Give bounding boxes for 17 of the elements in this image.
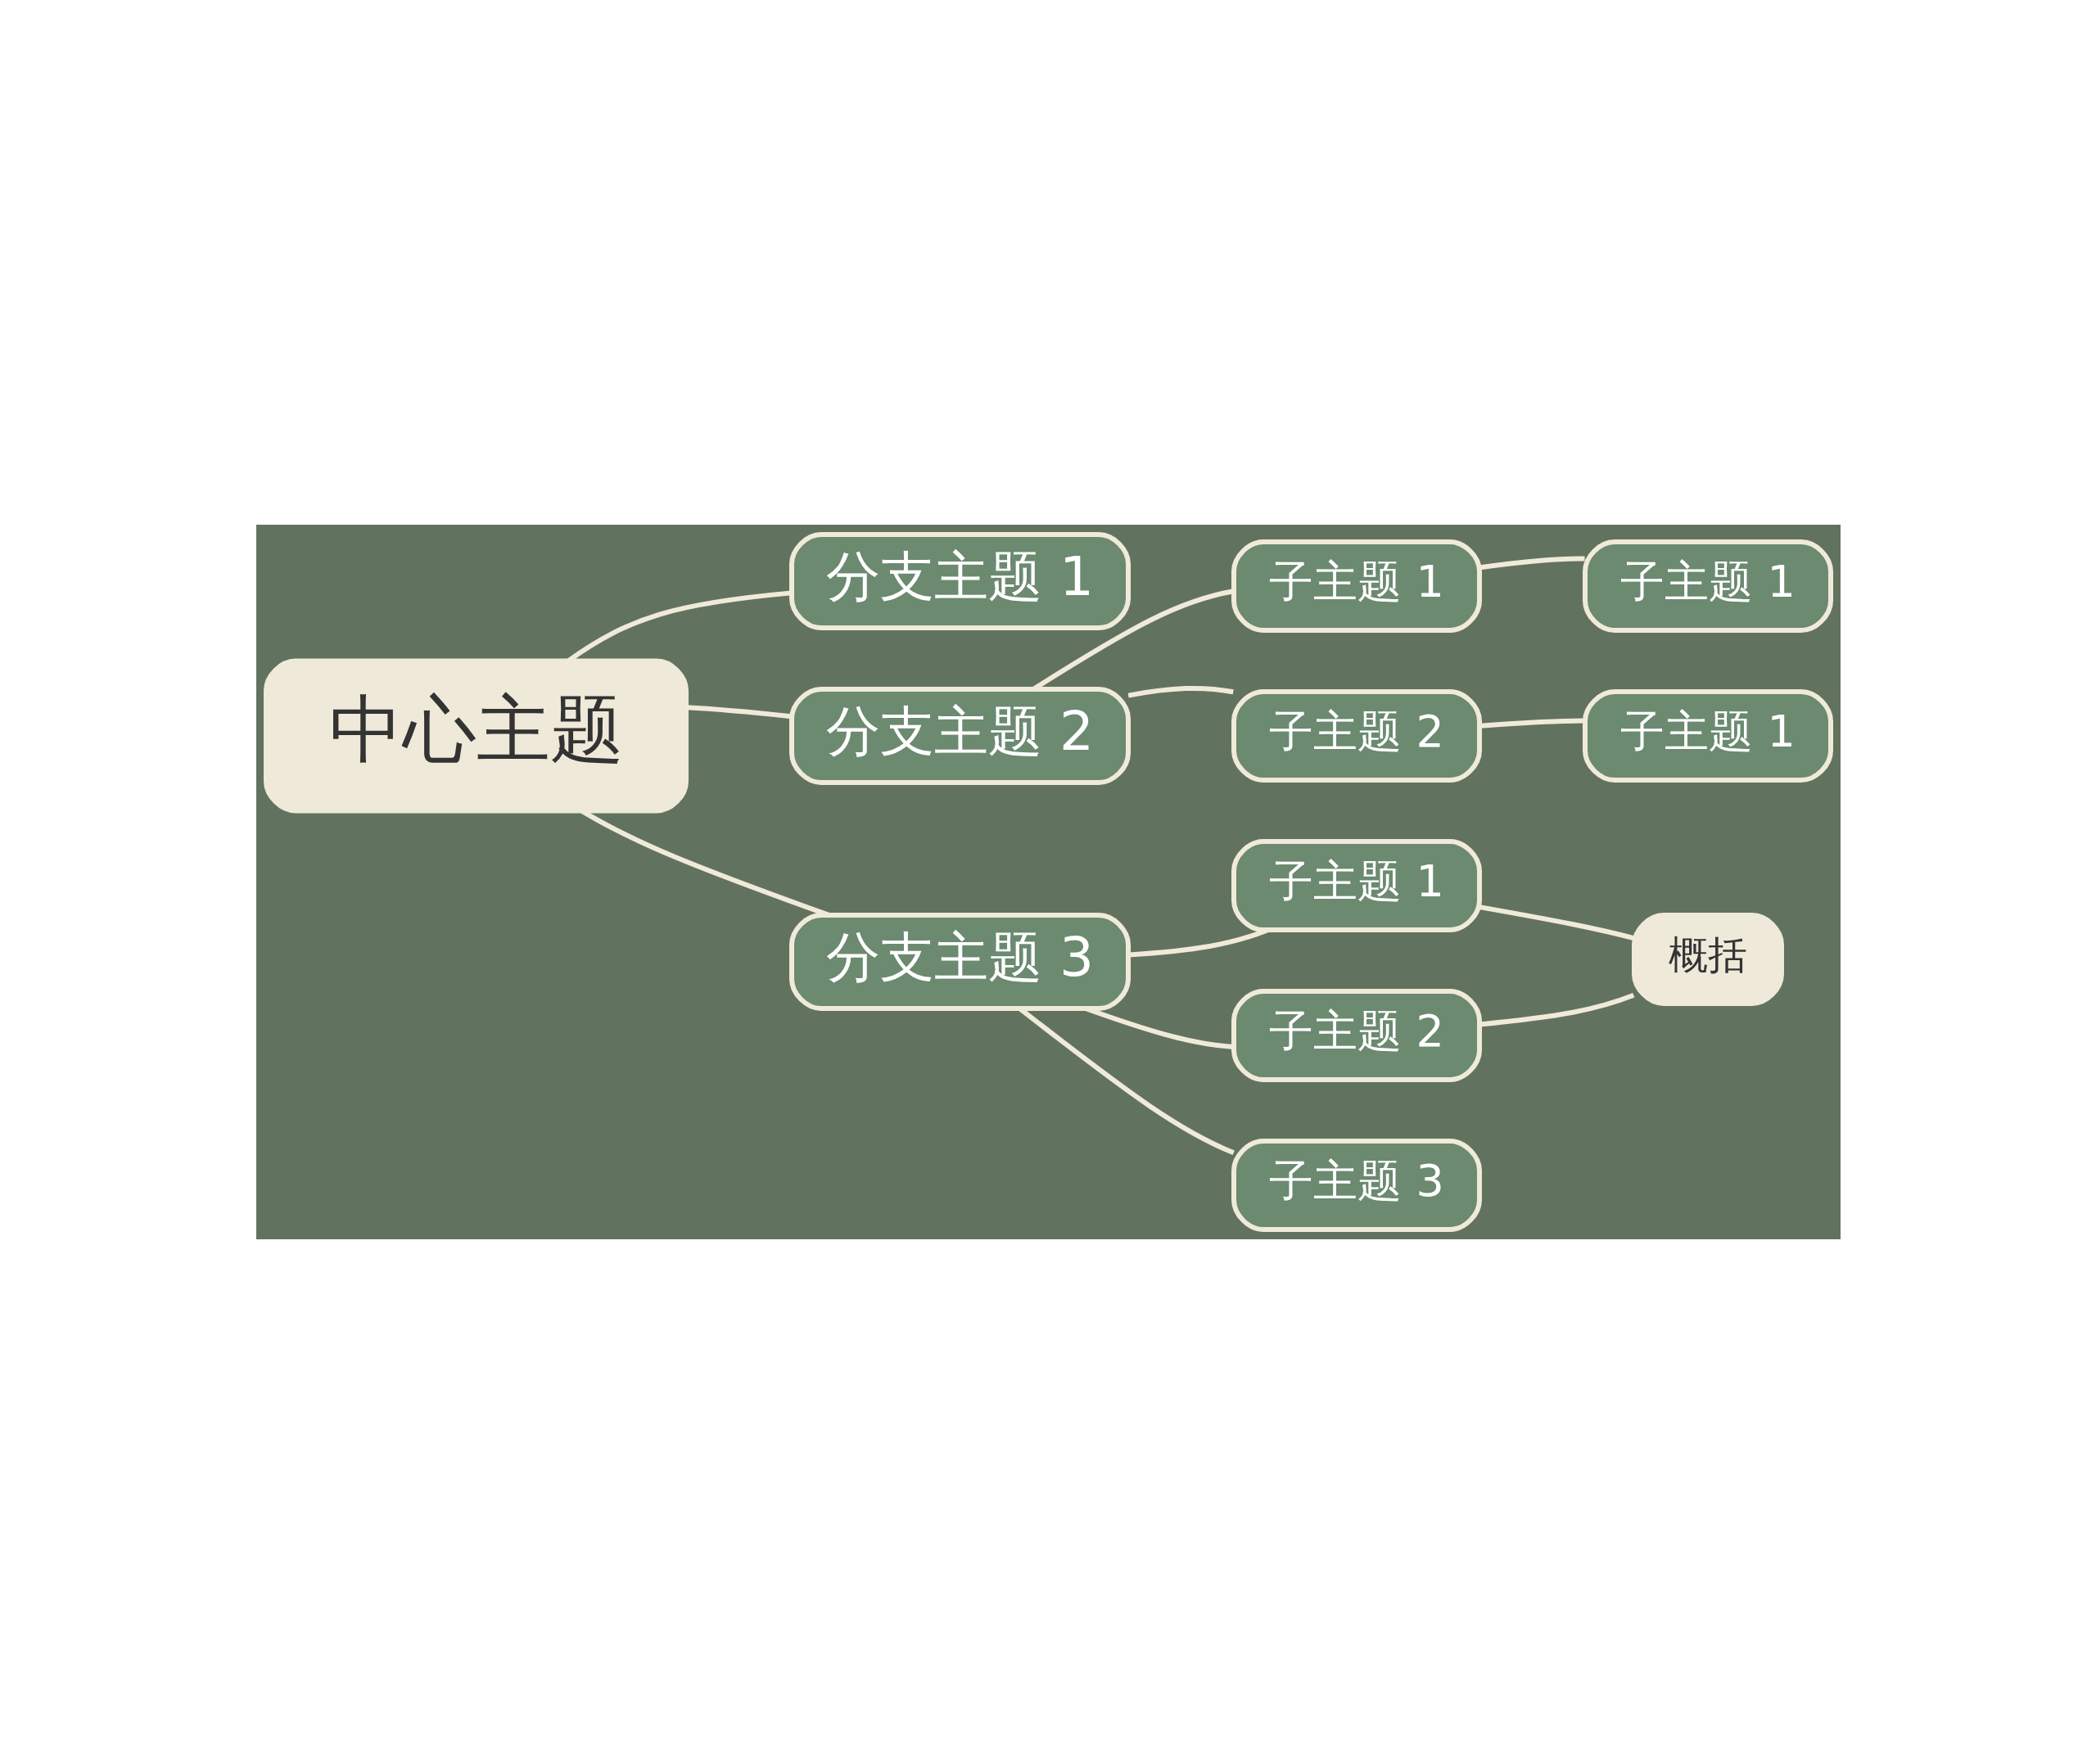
connector [1127, 685, 1234, 698]
node-box: 子主题 1 [1582, 539, 1833, 633]
connector [1479, 718, 1585, 729]
node-box: 子主题 1 [1231, 539, 1482, 633]
node-box: 分支主题 2 [788, 687, 1131, 785]
node-box: 子主题 2 [1231, 689, 1482, 783]
node-box: 中心主题 [263, 658, 689, 814]
node-box: 概括 [1631, 913, 1784, 1006]
node-box: 分支主题 3 [788, 913, 1131, 1011]
connector [686, 705, 792, 720]
node-box: 子主题 2 [1231, 989, 1482, 1082]
node-box: 子主题 1 [1582, 689, 1833, 783]
connector [1479, 556, 1585, 571]
node-box: 分支主题 1 [788, 532, 1131, 630]
connector [1479, 905, 1634, 941]
node-box: 子主题 3 [1231, 1139, 1482, 1232]
node-box: 子主题 1 [1231, 839, 1482, 932]
